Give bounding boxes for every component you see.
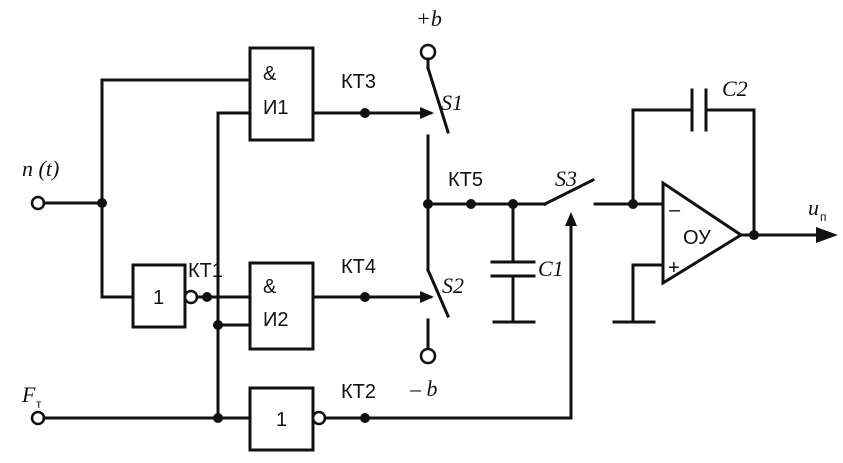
and-gate-2-name: И2 — [263, 309, 289, 331]
junction-output — [749, 230, 759, 240]
arrow-to-s2 — [420, 291, 434, 303]
opamp-minus-sign: – — [669, 199, 681, 221]
and-gate-1-name: И1 — [263, 97, 289, 119]
s2-label: S2 — [442, 273, 464, 298]
arrow-to-s1 — [420, 107, 434, 119]
kt2-label: КТ2 — [341, 381, 376, 403]
and-gate-2-symbol: & — [263, 276, 277, 298]
kt3-label: КТ3 — [341, 71, 376, 93]
wire-opamp-plus-ground — [631, 263, 665, 324]
kt4-label: КТ4 — [341, 256, 376, 278]
junction-kt5-left — [423, 199, 433, 209]
wire-not2-to-s3 — [323, 216, 573, 420]
not-gate-1-label: 1 — [153, 287, 164, 309]
input-f-terminal — [30, 410, 46, 426]
c2-label: C2 — [722, 76, 748, 101]
s1-label: S1 — [441, 90, 463, 115]
wire-c2-right — [704, 108, 756, 237]
not-gate-2-bubble — [311, 410, 327, 426]
s3-blade — [542, 177, 596, 207]
output-subscript: п — [820, 210, 827, 224]
junction-f-and2 — [213, 320, 223, 330]
output-arrow — [816, 227, 838, 243]
test-point-kt5-dot — [466, 199, 476, 209]
s2-blade — [426, 268, 450, 318]
not-gate-1-bubble — [183, 289, 199, 305]
input-n-label: n (t) — [22, 156, 59, 181]
wire-c2-left — [631, 108, 694, 206]
s1-blade — [426, 66, 450, 134]
and-gate-2 — [248, 261, 315, 351]
not-gate-2 — [248, 386, 315, 452]
test-point-kt4-dot — [360, 292, 370, 302]
junction-n — [97, 198, 107, 208]
plus-b-label: +b — [416, 6, 442, 31]
arrow-to-s3 — [565, 212, 577, 226]
test-point-kt2-dot — [360, 413, 370, 423]
input-n-terminal — [30, 195, 46, 211]
kt5-label: КТ5 — [448, 169, 483, 191]
test-point-kt1-dot — [202, 292, 212, 302]
minus-b-label: – b — [409, 376, 438, 401]
input-f-subscript: т — [36, 397, 42, 411]
wire-n-to-and1 — [100, 78, 252, 205]
not-gate-2-label: 1 — [276, 409, 287, 431]
junction-f-bottom — [213, 413, 223, 423]
opamp-plus-sign: + — [668, 257, 680, 279]
and-gate-1-symbol: & — [263, 63, 277, 85]
test-point-kt3-dot — [360, 108, 370, 118]
opamp-label: ОУ — [683, 227, 711, 249]
opamp-triangle — [661, 180, 744, 286]
output-label: u — [808, 195, 819, 220]
input-f-label: F — [21, 382, 36, 407]
wire-n-to-not1 — [100, 201, 135, 299]
plus-b-terminal — [419, 43, 437, 61]
c1-label: C1 — [538, 256, 564, 281]
and-gate-1 — [248, 46, 315, 142]
minus-b-terminal — [419, 347, 437, 365]
s3-label: S3 — [555, 166, 577, 191]
kt1-label: КТ1 — [188, 260, 223, 282]
